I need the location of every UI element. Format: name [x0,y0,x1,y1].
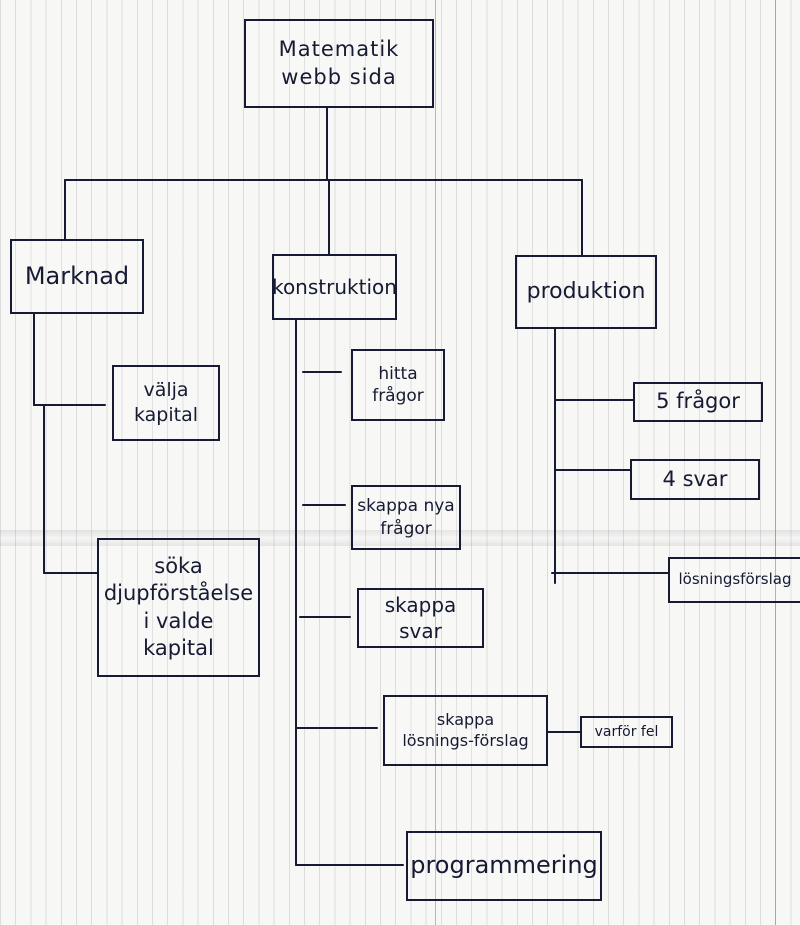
node-skappa-svar: skappa svar [357,588,484,648]
node-skappa-nya-fragor: skappa nya frågor [351,485,461,550]
node-skappa-losningsforslag: skappa lösnings-förslag [383,695,548,766]
node-matematik-webbsida: Matematik webb sida [244,19,434,108]
node-programmering: programmering [406,831,602,901]
node-hitta-fragor: hitta frågor [351,349,445,421]
node-4-svar: 4 svar [630,459,760,500]
node-losningsforslag: lösningsförslag [668,557,800,603]
node-varfor-fel: varför fel [580,716,673,748]
node-marknad: Marknad [10,239,144,314]
notebook-edge-line [775,0,776,925]
node-produktion: produktion [515,255,657,329]
node-valja-kapital: välja kapital [112,365,220,441]
node-konstruktion: konstruktion [272,254,397,320]
notebook-margin-line [435,0,436,925]
node-5-fragor: 5 frågor [633,382,763,422]
node-soka-djupforstaelse: söka djupförståelse i valde kapital [97,538,260,677]
